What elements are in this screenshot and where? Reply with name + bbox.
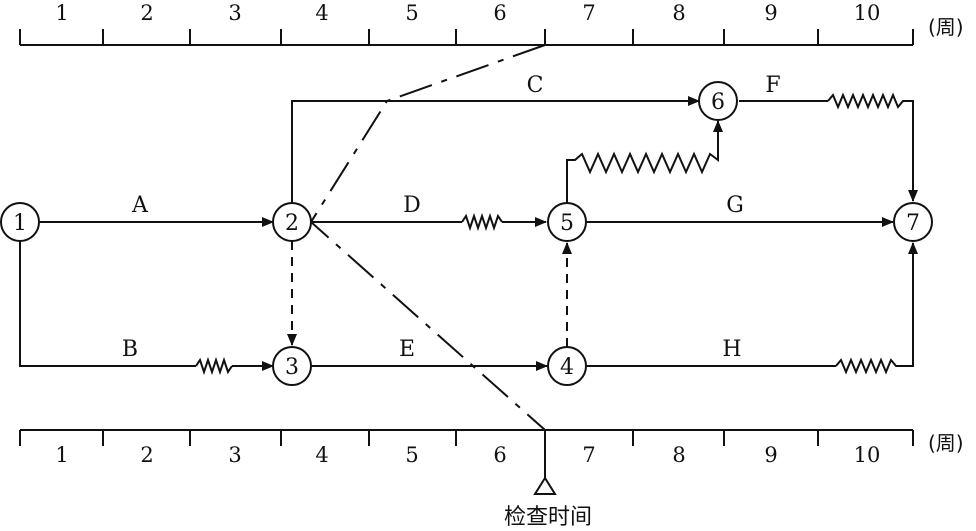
node-5-label: 5 xyxy=(560,211,574,236)
node-3: 3 xyxy=(272,346,312,386)
top-scale-ticks xyxy=(19,29,914,45)
top-scale-unit: (周) xyxy=(928,15,964,39)
activity-label-d: D xyxy=(403,193,421,218)
bottom-tick-label: 3 xyxy=(228,443,241,467)
top-time-scale: 1 2 3 4 5 6 7 8 9 10 (周) xyxy=(19,1,964,46)
activity-b-line xyxy=(19,241,196,367)
top-tick-label: 2 xyxy=(140,1,153,25)
top-tick-label: 4 xyxy=(315,1,328,25)
bottom-time-scale: 1 2 3 4 5 6 7 8 9 10 (周) xyxy=(19,429,964,467)
activity-label-a: A xyxy=(131,193,149,218)
bottom-tick-label: 7 xyxy=(582,443,595,467)
bottom-tick-label: 5 xyxy=(405,443,418,467)
node-2-label: 2 xyxy=(285,211,299,236)
activity-b-free-float-wave xyxy=(195,356,233,376)
top-tick-label: 1 xyxy=(55,1,68,25)
node-3-label: 3 xyxy=(285,355,299,380)
node-6-label: 6 xyxy=(711,90,725,115)
bottom-scale-ticks xyxy=(19,430,914,446)
activity-label-f: F xyxy=(765,73,780,98)
bottom-tick-label: 1 xyxy=(55,443,68,467)
node-7-label: 7 xyxy=(906,211,920,236)
top-tick-label: 7 xyxy=(582,1,595,25)
top-tick-label: 9 xyxy=(764,1,777,25)
bottom-tick-label: 9 xyxy=(764,443,777,467)
activity-f-free-float-wave xyxy=(827,92,918,202)
bottom-tick-label: 8 xyxy=(672,443,685,467)
bottom-tick-label: 2 xyxy=(140,443,153,467)
activity-label-c: C xyxy=(527,73,544,98)
top-tick-label: 5 xyxy=(405,1,418,25)
activity-label-b: B xyxy=(122,337,138,362)
node-1-label: 1 xyxy=(13,211,27,236)
top-tick-label: 8 xyxy=(672,1,685,25)
check-time-marker-icon xyxy=(533,476,557,495)
bottom-tick-label: 6 xyxy=(493,443,506,467)
activity-d-free-float-wave xyxy=(461,212,503,232)
node-4-label: 4 xyxy=(560,355,574,380)
activity-label-e: E xyxy=(399,337,415,362)
node-6: 6 xyxy=(698,81,738,121)
node-2: 2 xyxy=(272,202,312,242)
node-5: 5 xyxy=(547,202,587,242)
check-time-line xyxy=(309,44,546,431)
bottom-scale-unit: (周) xyxy=(928,431,964,455)
virtual-work-5-6 xyxy=(566,120,723,203)
check-time-label: 检查时间 xyxy=(504,505,592,530)
top-tick-label: 6 xyxy=(493,1,506,25)
activity-label-h: H xyxy=(722,337,741,362)
activity-h-free-float-wave xyxy=(835,242,918,375)
activity-label-g: G xyxy=(726,193,744,218)
node-7: 7 xyxy=(893,202,933,242)
top-tick-label: 3 xyxy=(228,1,241,25)
top-tick-label: 10 xyxy=(854,1,881,25)
bottom-tick-label: 10 xyxy=(854,443,881,467)
bottom-tick-label: 4 xyxy=(315,443,328,467)
activity-c-arrow xyxy=(291,96,700,203)
node-4: 4 xyxy=(547,346,587,386)
node-1: 1 xyxy=(0,202,40,242)
